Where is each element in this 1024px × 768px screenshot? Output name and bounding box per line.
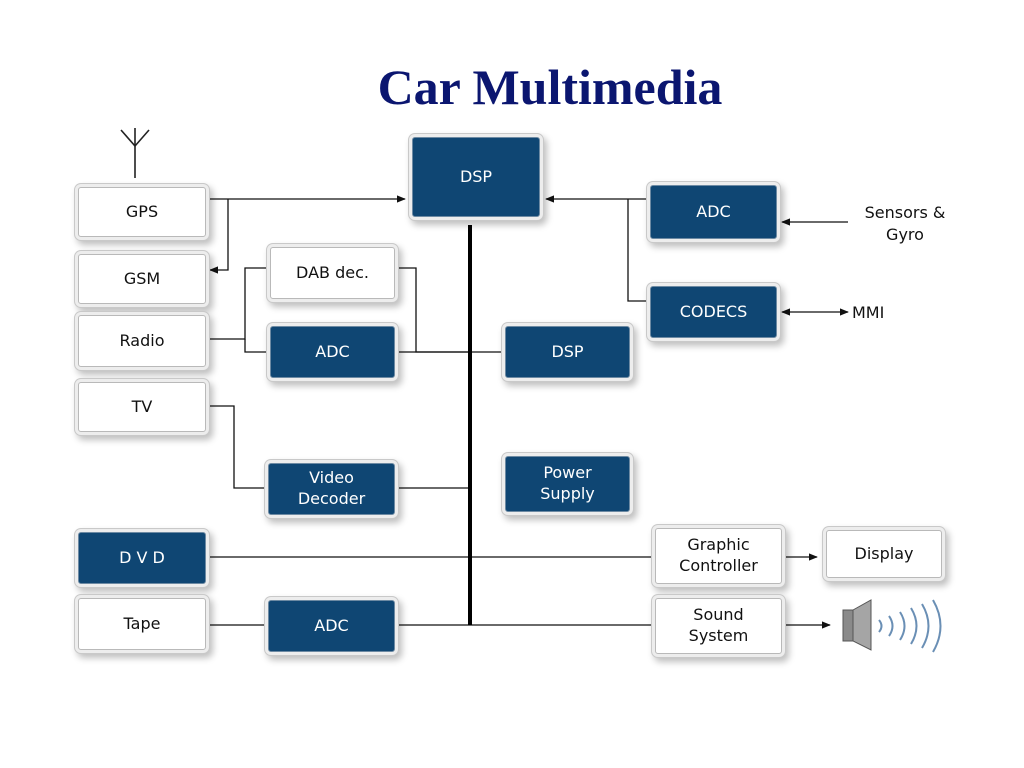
adc-tape-label: ADC bbox=[314, 615, 349, 635]
adc-sensors-label: ADC bbox=[696, 201, 731, 221]
antenna-icon bbox=[120, 128, 150, 178]
wire-radio-adc bbox=[244, 339, 270, 353]
sound-system-block: Sound System bbox=[655, 598, 782, 654]
adc-tape-block: ADC bbox=[268, 600, 395, 652]
gps-block: GPS bbox=[78, 187, 206, 237]
dab-decoder-block: DAB dec. bbox=[270, 247, 395, 299]
wire-dab-bus bbox=[396, 267, 470, 353]
diagram-title: Car Multimedia bbox=[377, 59, 723, 115]
gps-block-label: GPS bbox=[125, 201, 159, 221]
wire-tv-video bbox=[207, 405, 267, 489]
tape-block: Tape bbox=[78, 598, 206, 650]
codecs-label: CODECS bbox=[679, 301, 748, 321]
tape-block-label: Tape bbox=[123, 613, 161, 633]
wire-codecs-dsp bbox=[627, 199, 650, 302]
graphic-controller-block: Graphic Controller bbox=[655, 528, 782, 584]
codecs-block: CODECS bbox=[650, 286, 777, 338]
adc-radio-block: ADC bbox=[270, 326, 395, 378]
tv-block-label: TV bbox=[131, 396, 153, 416]
wire-radio-dab bbox=[207, 267, 270, 340]
dsp-secondary-block: DSP bbox=[505, 326, 630, 378]
video-decoder-label: Video Decoder bbox=[297, 468, 366, 508]
graphic-controller-label: Graphic Controller bbox=[679, 535, 758, 575]
dsp-main-block: DSP bbox=[412, 137, 540, 217]
dvd-block: D V D bbox=[78, 532, 206, 584]
mmi-label: MMI bbox=[852, 303, 885, 322]
speaker-icon bbox=[842, 599, 942, 653]
display-label: Display bbox=[854, 543, 914, 563]
display-block: Display bbox=[826, 530, 942, 578]
gsm-block-label: GSM bbox=[123, 268, 161, 288]
power-supply-label: Power Supply bbox=[540, 463, 595, 503]
sound-system-label: Sound System bbox=[688, 605, 749, 645]
tv-block: TV bbox=[78, 382, 206, 432]
dvd-block-label: D V D bbox=[119, 547, 165, 567]
gsm-block: GSM bbox=[78, 254, 206, 304]
video-decoder-block: Video Decoder bbox=[268, 463, 395, 515]
dab-decoder-label: DAB dec. bbox=[296, 262, 369, 282]
wire-gps-gsm bbox=[209, 199, 229, 274]
power-supply-block: Power Supply bbox=[505, 456, 630, 512]
radio-block: Radio bbox=[78, 315, 206, 367]
adc-sensors-block: ADC bbox=[650, 185, 777, 239]
radio-block-label: Radio bbox=[119, 330, 165, 350]
adc-radio-label: ADC bbox=[315, 341, 350, 361]
dsp-main-label: DSP bbox=[459, 166, 493, 186]
sensors-gyro-label: Sensors & Gyro bbox=[864, 203, 946, 245]
dsp-secondary-label: DSP bbox=[551, 341, 584, 361]
